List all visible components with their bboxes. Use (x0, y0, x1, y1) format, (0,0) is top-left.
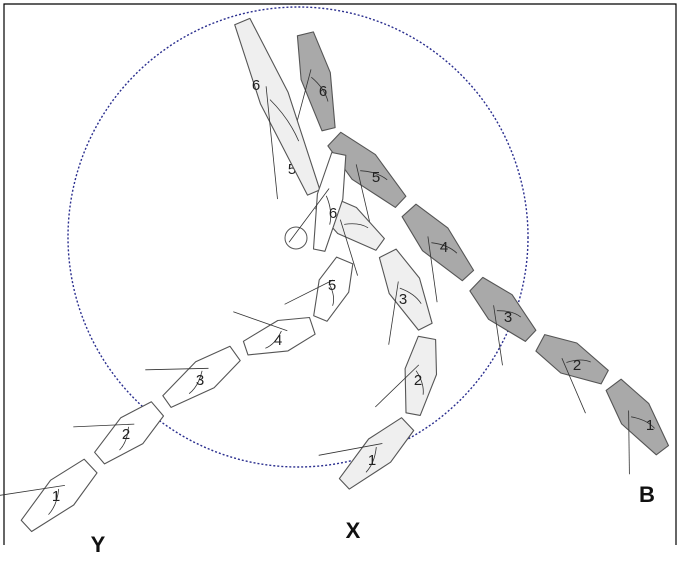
chains-layer: 1 2 3 4 5 6B 1 2 3 5 6X1 2 3 4 5 6Y (0, 18, 669, 556)
chain-b-segment-2-number: 2 (573, 357, 581, 374)
chain-b-segment-6-number: 6 (319, 83, 327, 100)
chain-x-segment-6-number: 6 (252, 77, 260, 94)
chain-b-segment-1-number: 1 (646, 417, 654, 434)
chain-y-segment-3-number: 3 (196, 372, 204, 389)
chain-b-segment-5-number: 5 (372, 169, 380, 186)
chain-b-segment-4-number: 4 (440, 239, 448, 256)
chain-x-segment-3-number: 3 (399, 291, 407, 308)
chain-y: 1 2 3 4 5 6Y (0, 153, 353, 557)
chain-y-label: Y (91, 532, 106, 557)
chain-x-segment-1 (339, 418, 413, 489)
chain-x-segment-2-number: 2 (414, 372, 422, 389)
chain-y-segment-6 (314, 153, 346, 252)
chain-y-segment-6-number: 6 (329, 205, 337, 222)
chain-x-label: X (346, 518, 361, 543)
chain-y-segment-5-number: 5 (328, 277, 336, 294)
chain-y-segment-4-number: 4 (274, 332, 282, 349)
chain-b-label: B (639, 482, 655, 507)
center-marker (285, 227, 307, 249)
chain-x-segment-3 (379, 249, 432, 330)
chain-b-segment-3-number: 3 (504, 309, 512, 326)
chain-y-segment-2-number: 2 (122, 426, 130, 443)
chain-x-segment-1-number: 1 (368, 452, 376, 469)
chain-y-segment-1-number: 1 (52, 488, 60, 505)
chain-b-segment-1 (606, 379, 668, 455)
